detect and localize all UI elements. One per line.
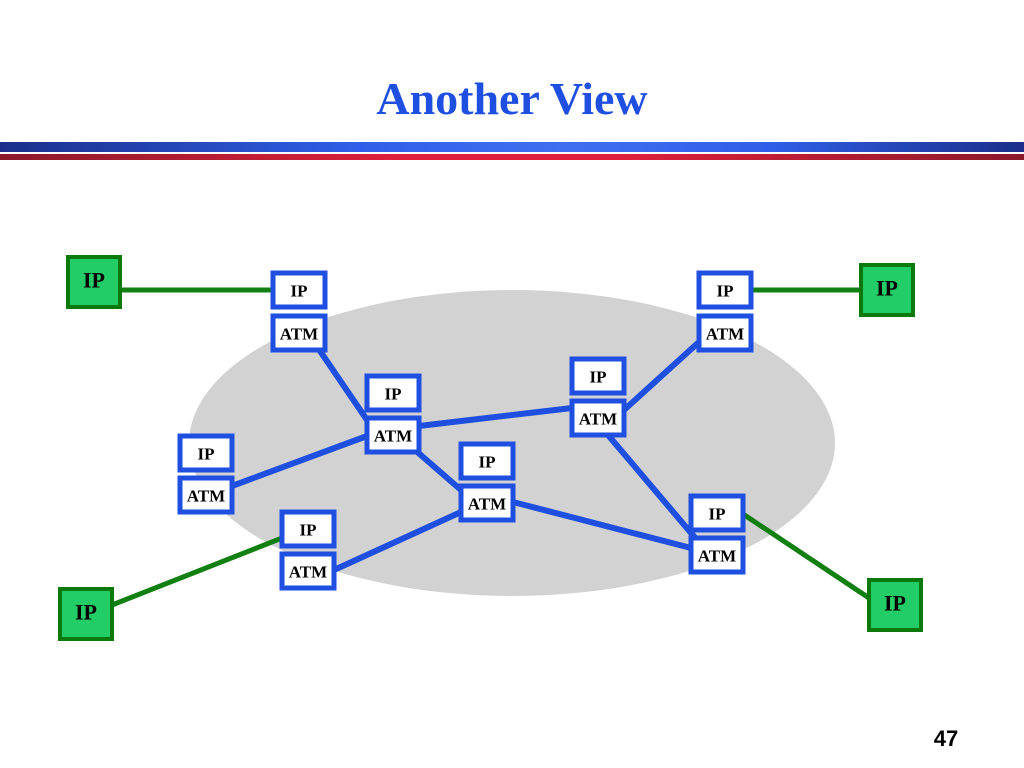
ip-host-box: [66, 255, 122, 309]
ip-host-label: IP: [83, 268, 105, 293]
switch-atm-box: [364, 415, 422, 455]
ip-host-box: [58, 587, 114, 641]
switch-ip-label: IP: [709, 505, 726, 524]
switch-ip-box: [458, 441, 516, 481]
switch-ip-box: [177, 433, 235, 473]
switch-ip-label: IP: [479, 453, 496, 472]
ip-host-label: IP: [876, 276, 898, 301]
switch-ip-label: IP: [198, 445, 215, 464]
ip-host: IP: [867, 578, 923, 632]
atm-link: [331, 509, 464, 573]
title-rule-blue: [0, 142, 1024, 152]
atm-link: [416, 405, 575, 429]
switch-stack: IP ATM: [569, 356, 627, 438]
switch-stack: IP ATM: [177, 433, 235, 515]
switch-stack: IP ATM: [458, 441, 516, 523]
switch-atm-label: ATM: [187, 487, 225, 506]
ip-host: IP: [859, 263, 915, 317]
switch-atm-label: ATM: [698, 547, 736, 566]
ip-host-box: [867, 578, 923, 632]
switch-ip-box: [270, 270, 328, 310]
ip-host-label: IP: [884, 591, 906, 616]
switch-atm-box: [688, 535, 746, 575]
ip-host-label: IP: [75, 600, 97, 625]
switch-atm-box: [458, 483, 516, 523]
switch-ip-box: [279, 509, 337, 549]
switch-atm-label: ATM: [579, 410, 617, 429]
switch-ip-label: IP: [291, 282, 308, 301]
switch-stack: IP ATM: [279, 509, 337, 591]
atm-link: [605, 432, 700, 543]
switch-ip-box: [364, 373, 422, 413]
slide-title: Another View: [376, 73, 648, 124]
atm-link: [621, 339, 702, 413]
switch-atm-box: [279, 551, 337, 591]
switch-atm-box: [177, 475, 235, 515]
switch-atm-label: ATM: [468, 495, 506, 514]
switch-atm-box: [270, 313, 328, 353]
switch-atm-box: [696, 313, 754, 353]
switch-ip-label: IP: [300, 521, 317, 540]
ip-link: [111, 535, 283, 608]
switch-stack: IP ATM: [688, 493, 746, 575]
switch-atm-label: ATM: [280, 325, 318, 344]
atm-link: [510, 499, 694, 551]
switch-stack: IP ATM: [364, 373, 422, 455]
switch-atm-label: ATM: [706, 325, 744, 344]
ip-link: [741, 511, 871, 601]
atm-link: [315, 345, 370, 423]
atm-link: [412, 447, 464, 493]
atm-link: [229, 433, 370, 489]
switch-atm-label: ATM: [289, 563, 327, 582]
switch-atm-box: [569, 398, 627, 438]
switch-atm-label: ATM: [374, 427, 412, 446]
page-number: 47: [933, 726, 959, 751]
switch-ip-box: [688, 493, 746, 533]
ip-host: IP: [66, 255, 122, 309]
switch-ip-label: IP: [385, 385, 402, 404]
switch-ip-label: IP: [590, 368, 607, 387]
switch-ip-label: IP: [717, 282, 734, 301]
switch-stack: IP ATM: [270, 270, 328, 353]
ip-host: IP: [58, 587, 114, 641]
switch-stack: IP ATM: [696, 270, 754, 353]
switch-ip-box: [696, 270, 754, 310]
ip-host-box: [859, 263, 915, 317]
title-rule-red: [0, 154, 1024, 160]
switch-ip-box: [569, 356, 627, 396]
